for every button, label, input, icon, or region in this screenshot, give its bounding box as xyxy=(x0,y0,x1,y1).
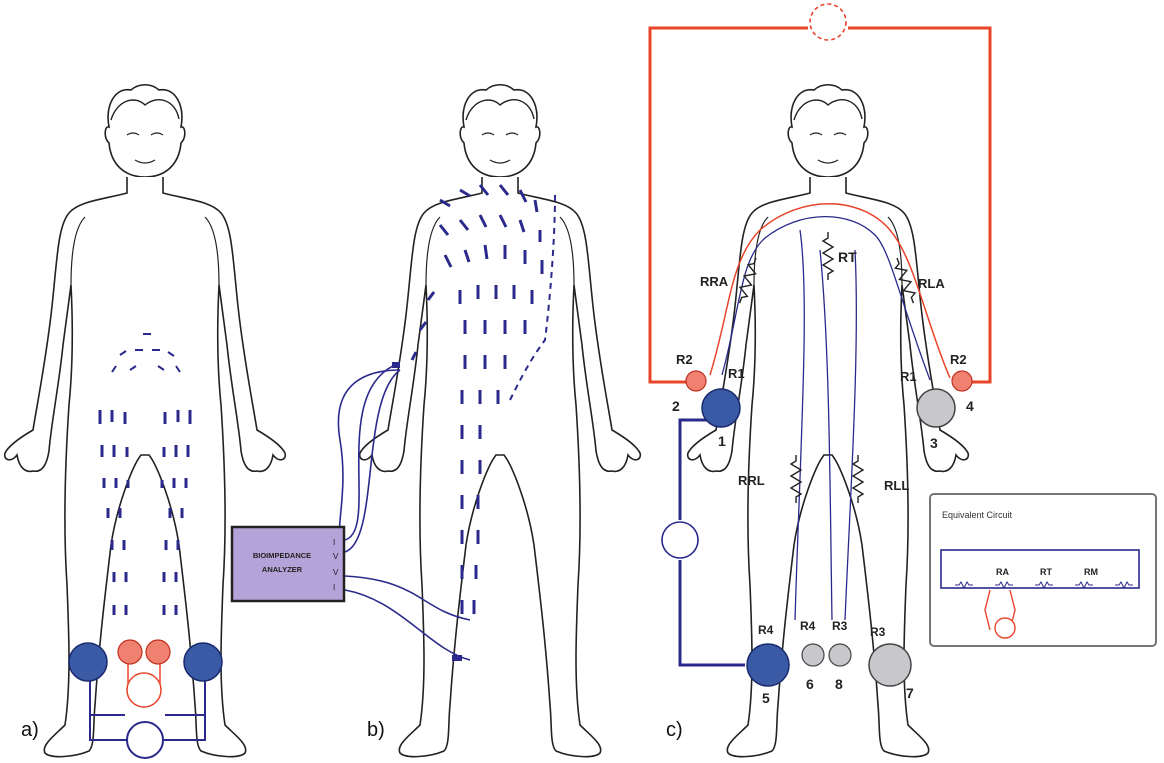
electrode-number-4: 4 xyxy=(966,398,974,414)
resistor-label-rt: RT xyxy=(838,249,857,265)
analyzer-port-2: V xyxy=(333,552,339,561)
panel-a-voltage-meter xyxy=(127,673,161,707)
electrode-3 xyxy=(917,389,955,427)
electrode-number-1: 1 xyxy=(718,433,726,449)
electrode-number-5: 5 xyxy=(762,690,770,706)
contact-label-r3-a: R3 xyxy=(832,619,848,633)
analyzer-port-4: I xyxy=(333,583,335,592)
panel-b-foot-electrode xyxy=(452,655,462,661)
panel-label-a: a) xyxy=(21,719,39,741)
resistor-label-rla: RLA xyxy=(918,276,945,291)
analyzer-label-line2: ANALYZER xyxy=(262,565,303,574)
electrode-1 xyxy=(702,389,740,427)
contact-label-r1-right: R1 xyxy=(728,366,745,381)
panel-b-hand-electrode xyxy=(392,362,400,368)
contact-label-r4-b: R4 xyxy=(800,619,816,633)
electrode-4 xyxy=(952,371,972,391)
resistor-label-rra: RRA xyxy=(700,274,729,289)
resistor-label-rll: RLL xyxy=(884,478,909,493)
panel-label-c: c) xyxy=(666,719,683,741)
inset-title: Equivalent Circuit xyxy=(942,510,1013,520)
panel-a-figure xyxy=(5,85,286,758)
panel-a-electrode-left-red xyxy=(118,640,142,664)
electrode-number-8: 8 xyxy=(835,676,843,692)
resistor-label-rrl: RRL xyxy=(738,473,765,488)
analyzer-port-1: I xyxy=(333,538,335,547)
inset-label-ra: RA xyxy=(996,567,1009,577)
electrode-7 xyxy=(869,644,911,686)
analyzer-port-3: V xyxy=(333,568,339,577)
contact-label-r2-right: R2 xyxy=(676,352,693,367)
electrode-number-2: 2 xyxy=(672,398,680,414)
electrode-6 xyxy=(802,644,824,666)
contact-label-r3-b: R3 xyxy=(870,625,886,639)
electrode-number-6: 6 xyxy=(806,676,814,692)
contact-label-r4-a: R4 xyxy=(758,623,774,637)
panel-b-figure: BIOIMPEDANCE ANALYZER I V V I xyxy=(232,85,640,757)
electrode-5 xyxy=(747,644,789,686)
panel-a-electrode-right-red xyxy=(146,640,170,664)
electrode-2 xyxy=(686,371,706,391)
electrode-number-3: 3 xyxy=(930,435,938,451)
inset-label-rm: RM xyxy=(1084,567,1098,577)
panel-c-voltmeter xyxy=(810,4,846,40)
analyzer-box xyxy=(232,527,344,601)
inset-label-rt: RT xyxy=(1040,567,1052,577)
panel-a-electrode-left-blue xyxy=(69,643,107,681)
equivalent-circuit-inset: Equivalent Circuit RA RT RM xyxy=(930,494,1156,646)
panel-c-current-source xyxy=(662,522,698,558)
analyzer-label-line1: BIOIMPEDANCE xyxy=(253,551,311,560)
contact-label-r1-left: R1 xyxy=(900,369,917,384)
electrode-8 xyxy=(829,644,851,666)
electrode-number-7: 7 xyxy=(906,685,914,701)
panel-a-current-source xyxy=(127,722,163,758)
panel-label-b: b) xyxy=(367,719,385,741)
contact-label-r2-left: R2 xyxy=(950,352,967,367)
panel-a-electrode-right-blue xyxy=(184,643,222,681)
